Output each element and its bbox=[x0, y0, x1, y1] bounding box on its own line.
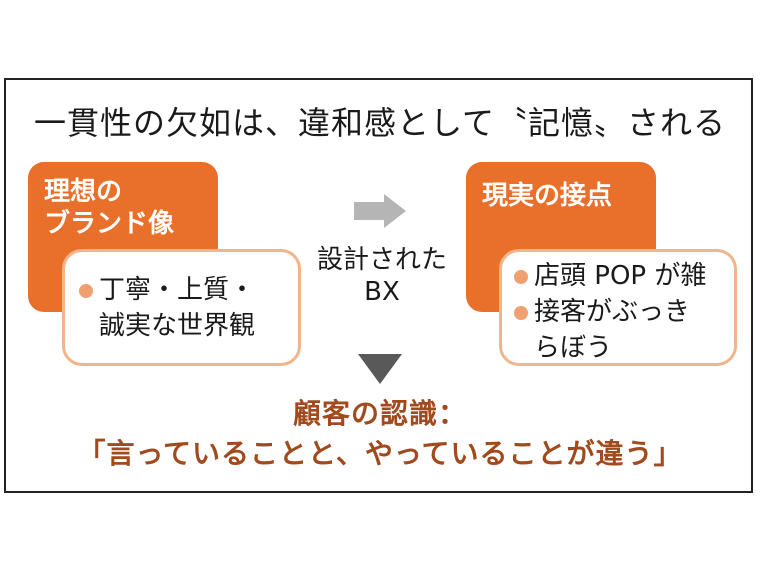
bullet-text-line: 丁寧・上質・ bbox=[99, 275, 256, 305]
designed-bx-line1: 設計された bbox=[316, 245, 447, 275]
designed-bx-line2: BX bbox=[364, 277, 400, 307]
ideal-brand-bullet: 丁寧・上質・ bbox=[79, 272, 288, 308]
down-triangle-icon bbox=[358, 354, 402, 384]
bullet-text-line: 店頭 POP が雑 bbox=[534, 261, 707, 291]
customer-recognition-quote: 「言っていることと、やっていることが違う」 bbox=[77, 437, 683, 470]
bullet-text-line: らぼう bbox=[534, 333, 613, 363]
ideal-brand-heading-line2: ブランド像 bbox=[44, 209, 175, 239]
customer-recognition-label: 顧客の認識： bbox=[292, 397, 467, 430]
ideal-brand-detail-box: 丁寧・上質・ 誠実な世界観 bbox=[62, 249, 301, 366]
ideal-brand-bullet-cont: 誠実な世界観 bbox=[79, 308, 288, 344]
right-arrow-icon bbox=[354, 194, 406, 228]
designed-bx-label: 設計された BX bbox=[298, 244, 466, 308]
bullet-dot-icon bbox=[79, 284, 93, 298]
reality-bullet-1: 店頭 POP が雑 bbox=[514, 258, 728, 294]
reality-detail-box: 店頭 POP が雑 接客がぶっき らぼう bbox=[499, 249, 737, 366]
bullet-dot-icon bbox=[514, 270, 528, 284]
reality-touchpoint-heading: 現実の接点 bbox=[482, 181, 613, 211]
bullet-dot-icon bbox=[514, 306, 528, 320]
bullet-text-line: 接客がぶっき bbox=[534, 297, 691, 327]
reality-bullet-2: 接客がぶっき bbox=[514, 294, 728, 330]
diagram-title: 一貫性の欠如は、違和感として〝記憶〟される bbox=[33, 104, 727, 142]
reality-bullet-2-cont: らぼう bbox=[514, 330, 728, 366]
ideal-brand-heading-line1: 理想の bbox=[44, 177, 123, 207]
bullet-text-line: 誠実な世界観 bbox=[99, 311, 256, 341]
